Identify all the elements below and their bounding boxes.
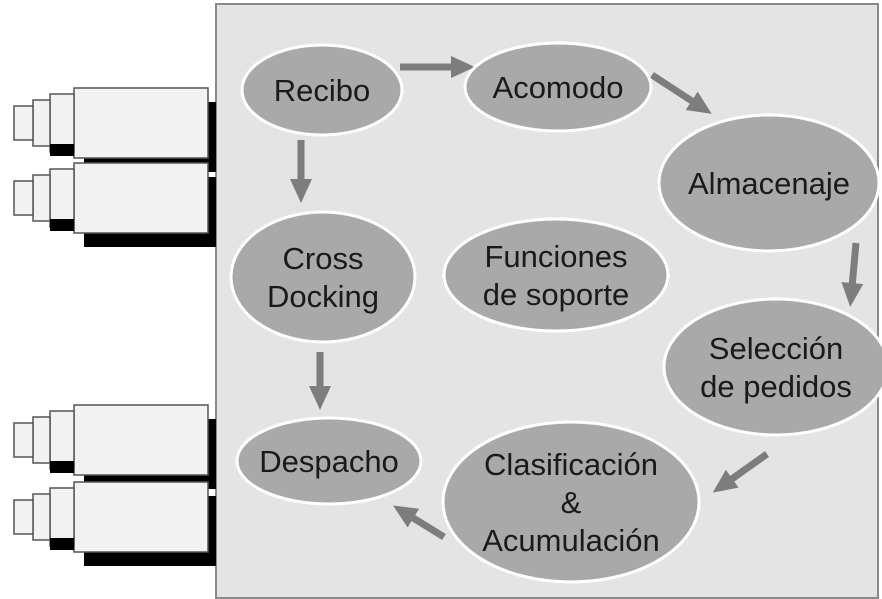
node-funciones-soporte-label: Funciones bbox=[484, 239, 627, 274]
node-recibo-shape bbox=[240, 43, 404, 137]
outbound-truck bbox=[13, 481, 216, 566]
node-funciones-soporte-shape bbox=[442, 217, 670, 333]
node-seleccion-pedidos-label: Selección bbox=[709, 331, 843, 366]
node-cross-docking-label: Docking bbox=[267, 279, 379, 314]
node-clasificacion-acumulacion-label: & bbox=[561, 485, 582, 520]
node-cross-docking-label: Cross bbox=[283, 241, 364, 276]
outbound-truck bbox=[13, 404, 216, 489]
node-funciones-soporte-label: de soporte bbox=[483, 277, 630, 312]
node-clasificacion-acumulacion-label: Acumulación bbox=[482, 523, 659, 558]
node-acomodo-label: Acomodo bbox=[493, 70, 624, 105]
node-clasificacion-acumulacion-label: Clasificación bbox=[484, 447, 658, 482]
inbound-truck bbox=[13, 87, 216, 172]
node-despacho: Despacho bbox=[235, 416, 423, 506]
node-almacenaje-label: Almacenaje bbox=[688, 166, 850, 201]
node-clasificacion-acumulacion-shape bbox=[441, 420, 701, 584]
arrow-acomodo-to-almacenaje bbox=[650, 72, 712, 114]
arrow-clasificacion-acumulacion-to-despacho bbox=[392, 505, 446, 540]
node-recibo: Recibo bbox=[240, 43, 404, 137]
node-despacho-shape bbox=[235, 416, 423, 506]
node-despacho-label: Despacho bbox=[259, 444, 399, 479]
node-recibo-label: Recibo bbox=[274, 73, 371, 108]
node-acomodo: Acomodo bbox=[463, 41, 653, 133]
node-clasificacion-acumulacion: Clasificación&Acumulación bbox=[441, 420, 701, 584]
node-almacenaje: Almacenaje bbox=[657, 113, 881, 253]
inbound-truck bbox=[13, 162, 216, 247]
arrow-almacenaje-to-seleccion-pedidos bbox=[841, 242, 864, 307]
arrow-seleccion-pedidos-to-clasificacion-acumulacion bbox=[712, 451, 770, 493]
node-seleccion-pedidos-shape bbox=[662, 297, 882, 437]
node-almacenaje-shape bbox=[657, 113, 881, 253]
node-acomodo-shape bbox=[463, 41, 653, 133]
node-cross-docking-shape bbox=[229, 210, 417, 344]
node-seleccion-pedidos-label: de pedidos bbox=[700, 369, 852, 404]
